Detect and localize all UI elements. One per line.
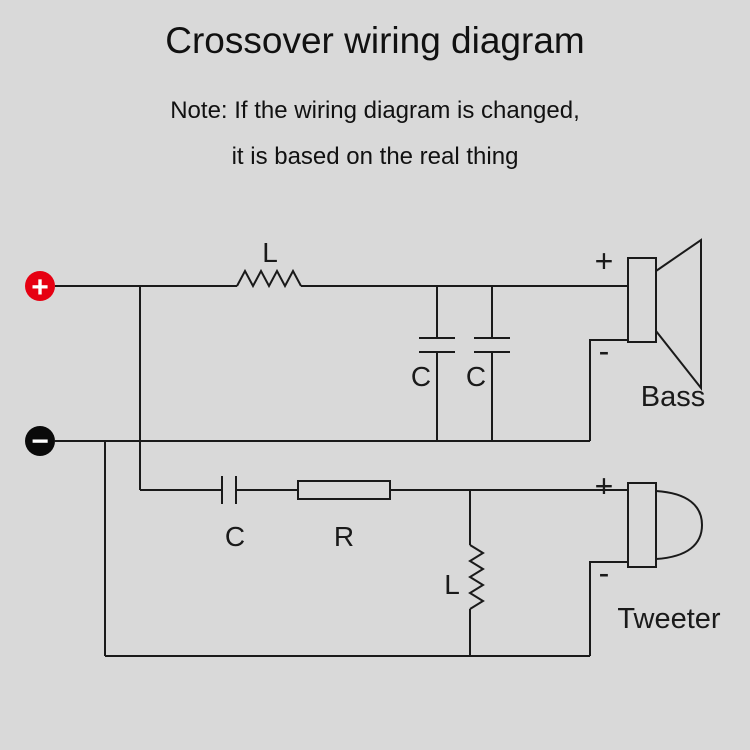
- minus-terminal-glyph: −: [31, 425, 49, 458]
- inductor-label: L: [444, 569, 460, 600]
- note-line-2: it is based on the real thing: [231, 143, 519, 170]
- wires: [55, 285, 628, 657]
- bass-plus-sign: +: [595, 243, 614, 279]
- tweeter-minus-sign: -: [599, 555, 610, 591]
- capacitor-label: C: [411, 361, 431, 392]
- capacitor-label: C: [466, 361, 486, 392]
- tweeter-speaker-label: Tweeter: [617, 603, 720, 635]
- plus-terminal: +: [25, 271, 55, 304]
- bass-speaker-label: Bass: [641, 381, 705, 413]
- speaker-driver-shape: [627, 482, 657, 568]
- resistor-symbol: [297, 480, 391, 500]
- speaker-cone-shape: [655, 238, 702, 391]
- tweeter-section: C R L + - Tweeter: [221, 468, 721, 635]
- tweeter-speaker-icon: [627, 482, 704, 568]
- capacitor-symbol: [221, 476, 237, 504]
- capacitor-symbol: [419, 286, 455, 441]
- tweeter-minus-wire: [589, 561, 628, 656]
- minus-terminal: −: [25, 425, 55, 458]
- tweeter-plus-sign: +: [595, 468, 614, 504]
- resistor-label: R: [334, 521, 354, 552]
- page-title: Crossover wiring diagram: [165, 20, 585, 61]
- inductor-label: L: [262, 237, 278, 268]
- plus-terminal-glyph: +: [31, 271, 49, 304]
- inductor-symbol: [236, 268, 302, 289]
- bass-speaker-icon: [627, 238, 702, 391]
- plus-terminal-circle: [25, 271, 55, 301]
- speaker-driver-shape: [627, 257, 657, 343]
- note-line-1: Note: If the wiring diagram is changed,: [170, 97, 580, 124]
- inductor-symbol: [468, 544, 485, 610]
- bass-section: L C C + - Bass: [236, 237, 705, 441]
- bass-minus-wire: [589, 339, 628, 441]
- capacitor-label: C: [225, 521, 245, 552]
- speaker-dome-shape: [655, 490, 704, 560]
- minus-terminal-circle: [25, 426, 55, 456]
- capacitor-symbol: [474, 286, 510, 441]
- bass-minus-sign: -: [599, 333, 610, 369]
